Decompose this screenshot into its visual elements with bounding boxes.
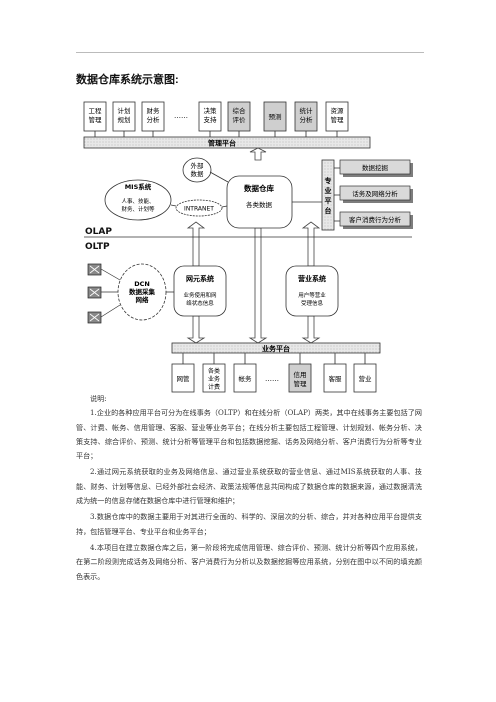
intranet-cloud: INTRANET: [170, 199, 228, 217]
management-platform: 管理平台: [83, 136, 371, 149]
olap-oltp-divider: OLAP OLTP: [84, 227, 412, 252]
module-label: 网管: [177, 374, 191, 383]
module-engineering: 工程管理: [83, 101, 107, 132]
module-label: 预测: [269, 112, 283, 121]
module-label: 工程管理: [89, 106, 103, 124]
module-label: 决策支持: [204, 106, 218, 124]
module-label: 帐务: [239, 374, 253, 383]
warehouse-title: 数据仓库: [244, 183, 274, 193]
intranet-label: INTRANET: [184, 206, 214, 213]
notes-paragraph-1: 1.企业的各种应用平台可分为在线事务（OLTP）和在线分析（OLAP）两类，其中…: [76, 408, 422, 461]
module-planning: 计划规划: [112, 101, 136, 132]
module-label: 资源管理: [331, 106, 345, 124]
pro-platform-char-4: 台: [325, 206, 332, 215]
module-billing: 各类 业务 计费: [202, 363, 226, 393]
output-traffic-analysis: 话务及网络分析: [352, 189, 398, 198]
module-label: 财务分析: [147, 106, 161, 124]
netelem-subtitle-1: 业务使用和网: [183, 291, 217, 299]
pro-platform-char-1: 专: [325, 176, 332, 185]
module-accounts: 帐务: [233, 363, 257, 393]
business-platform-label: 业务平台: [262, 344, 290, 353]
module-label: 统计分析: [300, 106, 314, 124]
top-ellipsis: ……: [174, 112, 188, 120]
dcn-network: DCN 数据采集 网络: [117, 263, 174, 321]
mis-subtitle-1: 人事、技能、: [121, 197, 154, 205]
warehouse-subtitle: 各类数据: [246, 200, 273, 209]
module-label-1: 各类: [208, 367, 220, 375]
external-data-label-1: 外部: [191, 161, 205, 170]
business-platform: 业务平台: [171, 342, 381, 354]
notes-section: 说明: 1.企业的各种应用平台可分为在线事务（OLTP）和在线分析（OLAP）两…: [76, 392, 422, 586]
notes-paragraph-4: 4.本项目在建立数据仓库之后，第一阶段将完成信用管理、综合评价、预测、统计分析等…: [76, 542, 422, 581]
mis-system: MIS系统 人事、技能、 财务、计划等: [104, 179, 172, 221]
professional-outputs: 数据挖掘 话务及网络分析 客户消费行为分析: [334, 159, 413, 229]
module-forecast: 预测: [263, 101, 287, 132]
management-platform-label: 管理平台: [208, 139, 236, 148]
device-2: [87, 286, 102, 299]
device-1: [87, 263, 102, 276]
module-label: 计划规划: [118, 106, 131, 124]
module-decision: 决策支持: [198, 101, 222, 132]
business-subtitle-2: 受理信息: [301, 299, 324, 307]
data-warehouse: 数据仓库 各类数据: [226, 175, 293, 229]
notes-paragraph-2: 2.通过网元系统获取的业务及网络信息、通过营业系统获取的营业信息、通过MIS系统…: [76, 467, 422, 506]
dcn-label-3: 网络: [136, 295, 150, 304]
flow-arrows: [186, 147, 321, 344]
business-system: 营业系统 用户等营业 受理信息: [285, 265, 339, 317]
olap-label: OLAP: [85, 227, 112, 237]
professional-platform: 专 业 平 台: [292, 159, 335, 231]
mis-title: MIS系统: [125, 182, 152, 191]
bottom-ellipsis: ……: [265, 375, 279, 383]
network-devices: [87, 263, 121, 324]
module-network-mgmt: 网管: [171, 363, 195, 393]
business-subtitle-1: 用户等营业: [298, 291, 326, 299]
output-consumer-behavior: 客户消费行为分析: [349, 215, 402, 224]
module-label: 综合评价: [233, 106, 247, 124]
dcn-label-2: 数据采集: [129, 287, 156, 296]
module-credit: 信用 管理: [288, 363, 312, 393]
dcn-label-1: DCN: [134, 280, 150, 288]
oltp-label: OLTP: [85, 242, 110, 252]
network-element-system: 网元系统 业务使用和网 络状态信息: [173, 265, 227, 317]
pro-platform-char-3: 平: [325, 197, 332, 205]
output-data-mining: 数据挖掘: [362, 163, 389, 172]
module-customer-service: 客服: [323, 363, 347, 393]
device-3: [87, 311, 102, 324]
module-label-2: 业务: [208, 375, 220, 383]
module-label-3: 计费: [208, 383, 220, 391]
bottom-module-row: 网管 各类 业务 计费 帐务 …… 信用 管理 客服 营业: [171, 363, 377, 393]
netelem-title: 网元系统: [186, 274, 214, 283]
module-label-2: 管理: [294, 379, 308, 388]
pro-platform-char-2: 业: [325, 186, 332, 195]
business-title: 营业系统: [298, 274, 326, 283]
module-resource: 资源管理: [325, 101, 349, 132]
module-finance: 财务分析: [141, 101, 165, 132]
module-label-1: 信用: [294, 370, 307, 379]
page-title: 数据仓库系统示意图:: [76, 74, 179, 86]
top-module-row: 工程管理 计划规划 财务分析 …… 决策支持 综合评价 预测 统计分析: [83, 101, 349, 132]
module-statistics: 统计分析: [294, 101, 318, 132]
external-data-label-2: 数据: [191, 169, 205, 178]
module-label: 营业: [359, 374, 373, 383]
netelem-subtitle-2: 络状态信息: [186, 299, 214, 307]
external-data: 外部 数据: [182, 157, 229, 183]
mis-subtitle-2: 财务、计划等: [121, 205, 155, 213]
header-rule: [76, 52, 424, 53]
notes-lead: 说明:: [90, 394, 107, 403]
module-label: 客服: [329, 374, 343, 383]
module-sales: 营业: [353, 363, 377, 393]
module-evaluation: 综合评价: [227, 101, 251, 132]
notes-paragraph-3: 3.数据仓库中的数据主要用于对其进行全面的、科学的、深层次的分析、综合，并对各种…: [76, 512, 422, 536]
